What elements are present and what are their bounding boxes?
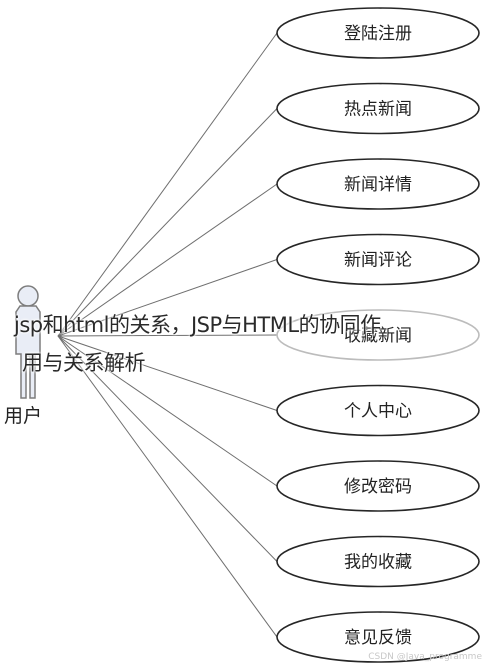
use-case: 热点新闻 (276, 82, 480, 135)
use-case-ellipse (276, 460, 480, 512)
use-case-ellipse (276, 7, 480, 59)
use-case-label: 新闻详情 (344, 175, 412, 195)
association-line (57, 108, 278, 337)
use-case: 修改密码 (276, 460, 480, 512)
use-case: 新闻详情 (276, 158, 480, 210)
association-line (57, 32, 278, 337)
watermark: CSDN @Java_programme (368, 652, 482, 662)
use-case-label: 新闻评论 (344, 251, 412, 271)
association-line (57, 335, 278, 411)
use-case-label: 热点新闻 (344, 100, 412, 120)
use-case-label: 收藏新闻 (344, 326, 412, 346)
use-case-ellipse (276, 611, 480, 663)
use-case: 登陆注册 (276, 7, 480, 59)
association-line (57, 335, 278, 487)
overlay-title-line-1: jsp和html的关系，JSP与HTML的协同作 (14, 313, 381, 337)
use-case-ellipse (276, 309, 480, 361)
use-case-label: 登陆注册 (344, 24, 412, 44)
association-line (57, 259, 278, 337)
association-line (57, 334, 278, 337)
use-case-ellipse (276, 158, 480, 210)
actor-label: 用户 (4, 405, 42, 427)
use-case-label: 修改密码 (344, 477, 412, 497)
use-case-ellipse (276, 384, 480, 437)
use-case-ellipse (276, 535, 480, 588)
use-case: 新闻评论 (276, 233, 480, 286)
use-case: 我的收藏 (276, 535, 480, 588)
association-lines (57, 32, 278, 638)
overlay-title-line-2: 用与关系解析 (22, 351, 146, 375)
association-line (57, 335, 278, 638)
use-case: 收藏新闻 (276, 309, 480, 361)
stick-figure-icon (15, 285, 41, 399)
use-case-ellipse (276, 233, 480, 286)
use-case: 意见反馈 (276, 611, 480, 663)
use-case-ellipse (276, 82, 480, 135)
association-line (57, 335, 278, 562)
use-case-label: 意见反馈 (344, 628, 412, 648)
use-case: 个人中心 (276, 384, 480, 437)
use-case-label: 个人中心 (344, 402, 412, 422)
use-case-label: 我的收藏 (344, 553, 412, 573)
association-line (57, 183, 278, 337)
